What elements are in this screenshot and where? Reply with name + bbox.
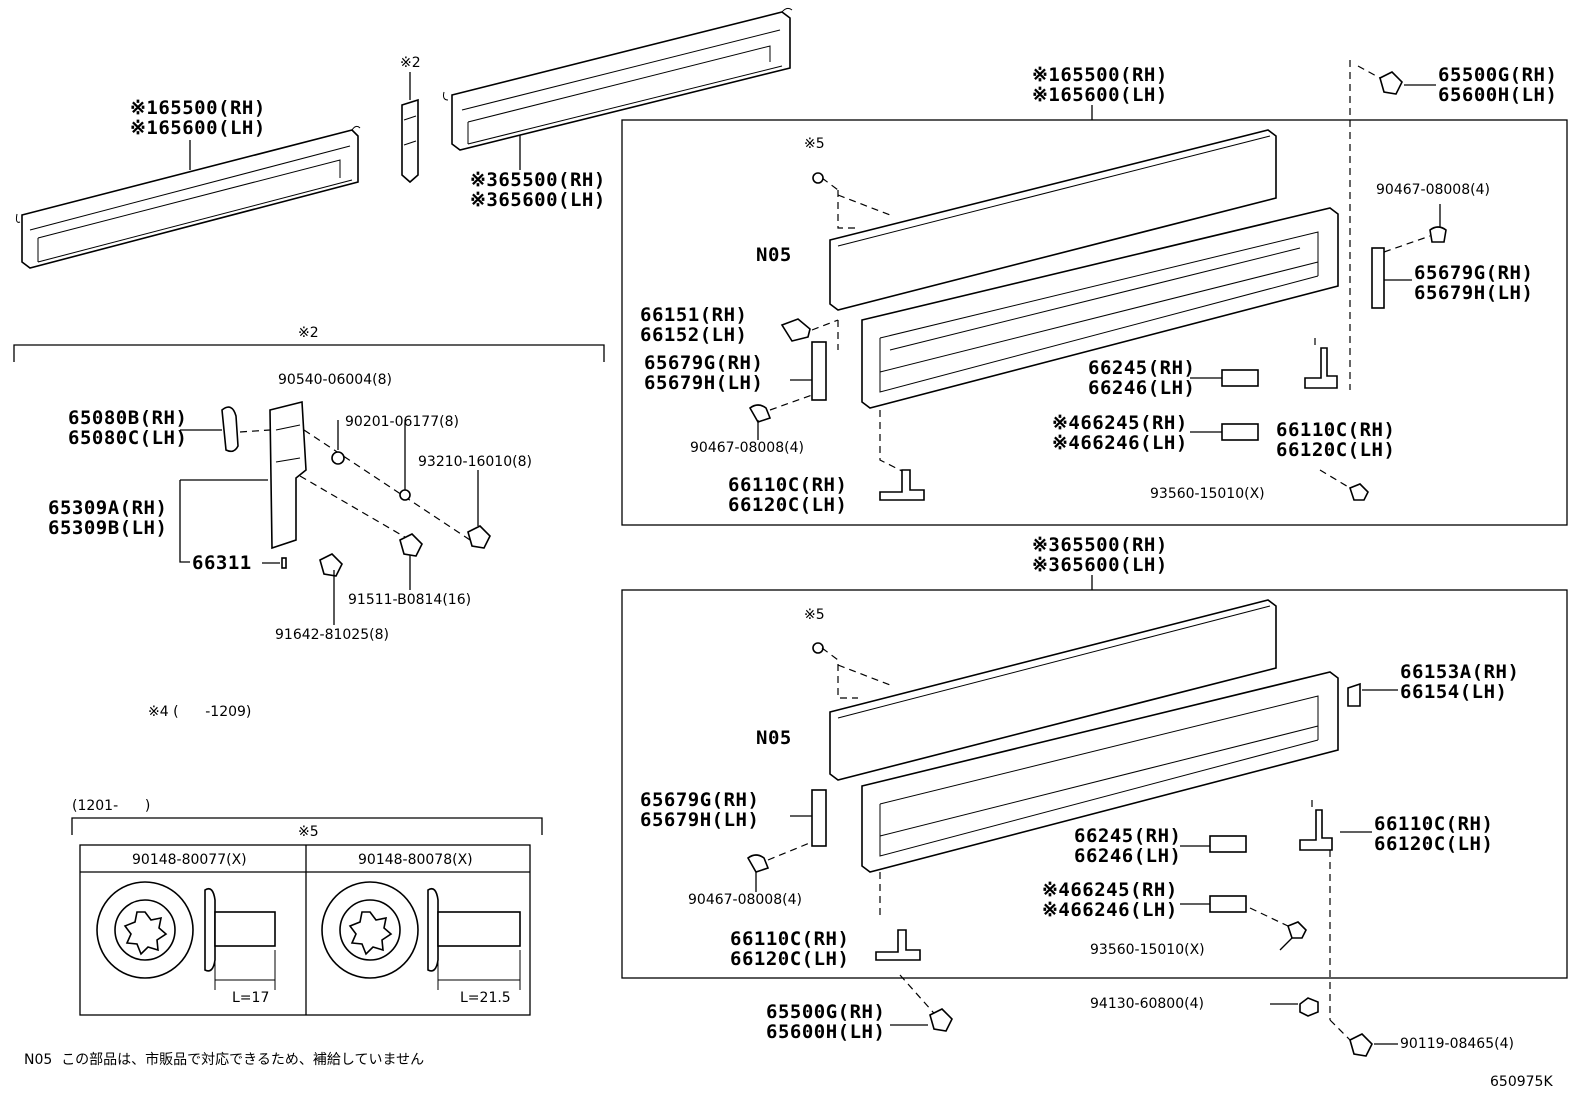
sec2-p8: 91642-81025(8)	[275, 627, 389, 643]
section-2-bracket	[13, 344, 605, 362]
box2-f1: ※466245(RH)	[1042, 879, 1178, 901]
side-rail-left	[15, 125, 361, 269]
label-top-b: ※2	[400, 55, 421, 71]
box1-g1: 66110C(RH)	[1276, 419, 1396, 441]
box1-panel	[829, 129, 1277, 311]
sec2-p2: 90540-06004(8)	[278, 372, 392, 388]
box1-f2: ※466246(LH)	[1052, 432, 1188, 454]
label-top-c1: ※365500(RH)	[470, 169, 606, 191]
box1-g2: 66120C(LH)	[1276, 439, 1396, 461]
box2-panel	[829, 599, 1277, 781]
box2-frame	[861, 671, 1339, 873]
box1-hdr2: ※165600(LH)	[1032, 84, 1168, 106]
sec2-p7: 91511-B0814(16)	[348, 592, 472, 608]
box1-frame	[861, 207, 1339, 409]
sec2-p6: 66311	[192, 552, 252, 574]
box1-hdr1: ※165500(RH)	[1032, 64, 1168, 86]
box1-c: 90467-08008(4)	[690, 440, 804, 456]
box1-d1: 66110C(RH)	[728, 474, 848, 496]
box2-h2: 66120C(LH)	[730, 948, 850, 970]
assembly-box-2	[621, 589, 1568, 979]
sec2-p1b: 65080C(LH)	[68, 427, 188, 449]
box2-d2: 66246(LH)	[1074, 845, 1182, 867]
box1-a2: 66152(LH)	[640, 324, 748, 346]
screw-2	[321, 881, 521, 990]
box1-i: 90467-08008(4)	[1376, 182, 1490, 198]
box2-g: 93560-15010(X)	[1090, 942, 1205, 958]
box2-a1: 66153A(RH)	[1400, 661, 1520, 683]
sec5-len2: L=21.5	[460, 990, 511, 1006]
sec2-p4: 93210-16010(8)	[418, 454, 532, 470]
box2-e2: 66120C(LH)	[1374, 833, 1494, 855]
box2-i1: 65500G(RH)	[766, 1001, 886, 1023]
box1-e1: 66245(RH)	[1088, 357, 1196, 379]
sec5-title: ※5	[298, 824, 319, 840]
box2-f2: ※466246(LH)	[1042, 899, 1178, 921]
box2-hdr2: ※365600(LH)	[1032, 554, 1168, 576]
box2-h1: 66110C(RH)	[730, 928, 850, 950]
box1-n05: N05	[756, 244, 792, 266]
sec2-title: ※2	[298, 325, 319, 341]
box2-d1: 66245(RH)	[1074, 825, 1182, 847]
box1-k2: 65600H(LH)	[1438, 84, 1558, 106]
sec2-p5b: 65309B(LH)	[48, 517, 168, 539]
label-top-c2: ※365600(LH)	[470, 189, 606, 211]
sec2-p1a: 65080B(RH)	[68, 407, 188, 429]
box1-h: 93560-15010(X)	[1150, 486, 1265, 502]
sec5-col2: 90148-80078(X)	[358, 852, 473, 868]
footer-note: N05 この部品は、市販品で対応できるため、補給していません	[24, 1052, 425, 1068]
box2-k: 90119-08465(4)	[1400, 1036, 1514, 1052]
section-5-bracket	[71, 817, 543, 835]
box2-e1: 66110C(RH)	[1374, 813, 1494, 835]
side-rail-right	[443, 7, 793, 170]
box1-d2: 66120C(LH)	[728, 494, 848, 516]
box2-n05: N05	[756, 727, 792, 749]
box1-k1: 65500G(RH)	[1438, 64, 1558, 86]
box1-f1: ※466245(RH)	[1052, 412, 1188, 434]
sec2-p5a: 65309A(RH)	[48, 497, 168, 519]
box2-s5: ※5	[804, 607, 825, 623]
sec2-p3: 90201-06177(8)	[345, 414, 459, 430]
diagram-code: 650975K	[1490, 1074, 1553, 1090]
screw-1	[96, 881, 276, 990]
box2-b1: 65679G(RH)	[640, 789, 760, 811]
bracket-2	[401, 72, 419, 184]
box2-b2: 65679H(LH)	[640, 809, 760, 831]
section-5-table	[79, 844, 531, 1016]
box2-a2: 66154(LH)	[1400, 681, 1508, 703]
label-top-a2: ※165600(LH)	[130, 117, 266, 139]
box2-j: 94130-60800(4)	[1090, 996, 1204, 1012]
box1-a1: 66151(RH)	[640, 304, 748, 326]
box1-j1: 65679G(RH)	[1414, 262, 1534, 284]
box2-hdr1: ※365500(RH)	[1032, 534, 1168, 556]
label-top-a1: ※165500(RH)	[130, 97, 266, 119]
box1-b2: 65679H(LH)	[644, 372, 764, 394]
assembly-box-1	[621, 119, 1568, 526]
box1-s5: ※5	[804, 136, 825, 152]
section-2-parts	[179, 400, 491, 625]
box1-e2: 66246(LH)	[1088, 377, 1196, 399]
box2-i2: 65600H(LH)	[766, 1021, 886, 1043]
note-date: (1201- )	[72, 798, 151, 814]
note-4: ※4 ( -1209)	[148, 704, 252, 720]
box1-j2: 65679H(LH)	[1414, 282, 1534, 304]
sec5-len1: L=17	[232, 990, 270, 1006]
box1-b1: 65679G(RH)	[644, 352, 764, 374]
sec5-col1: 90148-80077(X)	[132, 852, 247, 868]
box2-c: 90467-08008(4)	[688, 892, 802, 908]
